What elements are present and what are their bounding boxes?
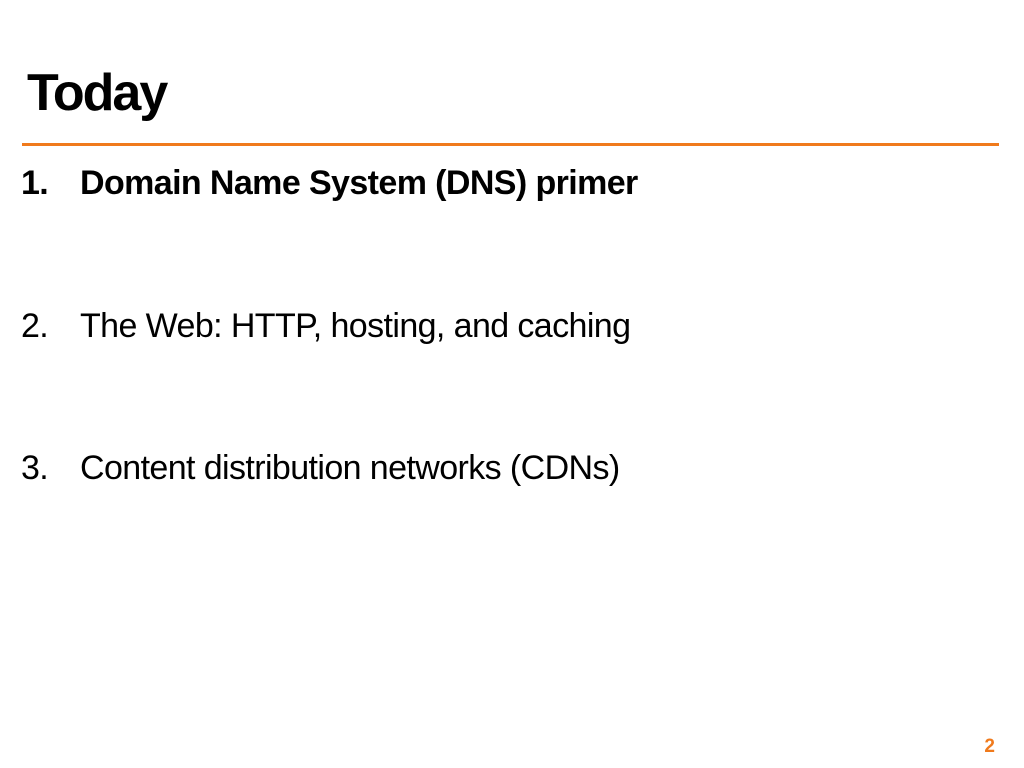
agenda-item-number: 2.	[21, 307, 49, 345]
title-divider	[22, 143, 999, 146]
agenda-item-number: 1.	[21, 164, 49, 202]
agenda-item-number: 3.	[21, 449, 49, 487]
agenda-item-text: Content distribution networks (CDNs)	[80, 449, 620, 487]
slide-number: 2	[984, 736, 995, 757]
agenda-item-text: The Web: HTTP, hosting, and caching	[80, 307, 631, 345]
slide-title: Today	[27, 64, 168, 122]
agenda-item-text: Domain Name System (DNS) primer	[80, 164, 638, 202]
